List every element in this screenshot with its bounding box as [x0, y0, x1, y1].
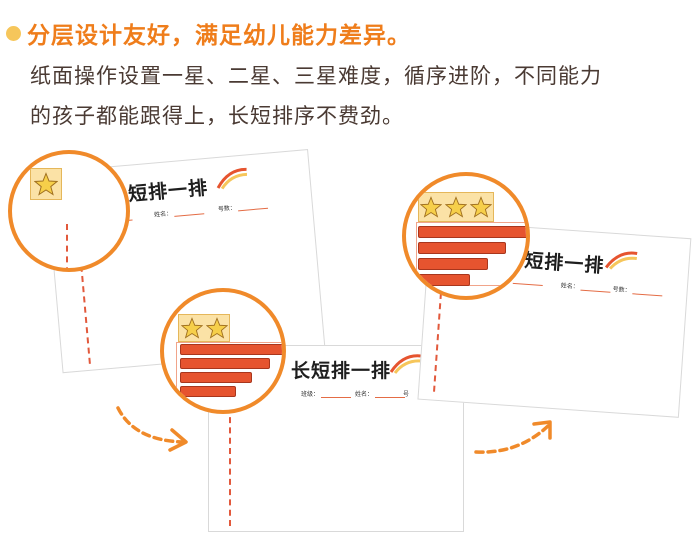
bar-1: [180, 344, 282, 355]
bar-3: [418, 258, 488, 270]
field-name: 姓名：: [560, 280, 611, 293]
bar-3: [180, 372, 252, 383]
star-badge-one: [30, 168, 62, 200]
star-icon: [205, 317, 228, 339]
zoom-circle-two-star: [160, 288, 286, 414]
bar-1: [418, 226, 526, 238]
field-number: 号: [403, 391, 410, 398]
dashed-baseline: [66, 224, 68, 268]
star-icon: [34, 172, 58, 196]
headline: 分层设计友好，满足幼儿能力差异。: [6, 16, 411, 50]
worksheet-title: 长短排一排: [291, 360, 392, 382]
star-badge-three: [418, 192, 494, 222]
star-icon: [420, 196, 443, 218]
zoom-circle-three-star: [402, 172, 530, 300]
worksheet-title: 短排一排: [523, 249, 605, 278]
star-icon: [180, 317, 203, 339]
field-name: 姓名：: [154, 205, 205, 219]
rainbow-icon: [389, 354, 422, 374]
bar-2: [418, 242, 506, 254]
worksheet-one-star: 短排一排 班级： 姓名： 号数：: [45, 148, 326, 374]
bar-4: [180, 386, 236, 397]
body-text-line-2: 的孩子都能跟得上，长短排序不费劲。: [30, 104, 404, 128]
star-badge-two: [178, 314, 230, 342]
bars-frame: [176, 342, 282, 410]
rainbow-icon: [604, 251, 638, 270]
dashed-baseline: [229, 376, 231, 526]
progress-arrow-2: [474, 420, 552, 454]
bullet-dot: [6, 25, 21, 41]
bar-4: [418, 274, 470, 286]
worksheet-title: 短排一排: [127, 176, 209, 206]
star-icon: [469, 196, 492, 218]
field-number: 号数：: [217, 200, 269, 213]
zoom-circle-one-star: [8, 150, 130, 272]
field-number: 号数：: [612, 284, 663, 297]
field-name: 姓名：: [355, 389, 406, 398]
star-icon: [444, 196, 467, 218]
headline-text: 分层设计友好，满足幼儿能力差异。: [27, 23, 411, 49]
bars-frame: [416, 222, 526, 286]
progress-arrow-1: [116, 406, 188, 452]
worksheet-three-star: 短排一排 姓名： 号数：: [417, 220, 692, 418]
body-text-line-1: 纸面操作设置一星、二星、三星难度，循序进阶，不同能力: [30, 64, 602, 88]
bar-2: [180, 358, 270, 369]
field-class: 班级：: [301, 389, 352, 398]
rainbow-icon: [216, 167, 248, 190]
